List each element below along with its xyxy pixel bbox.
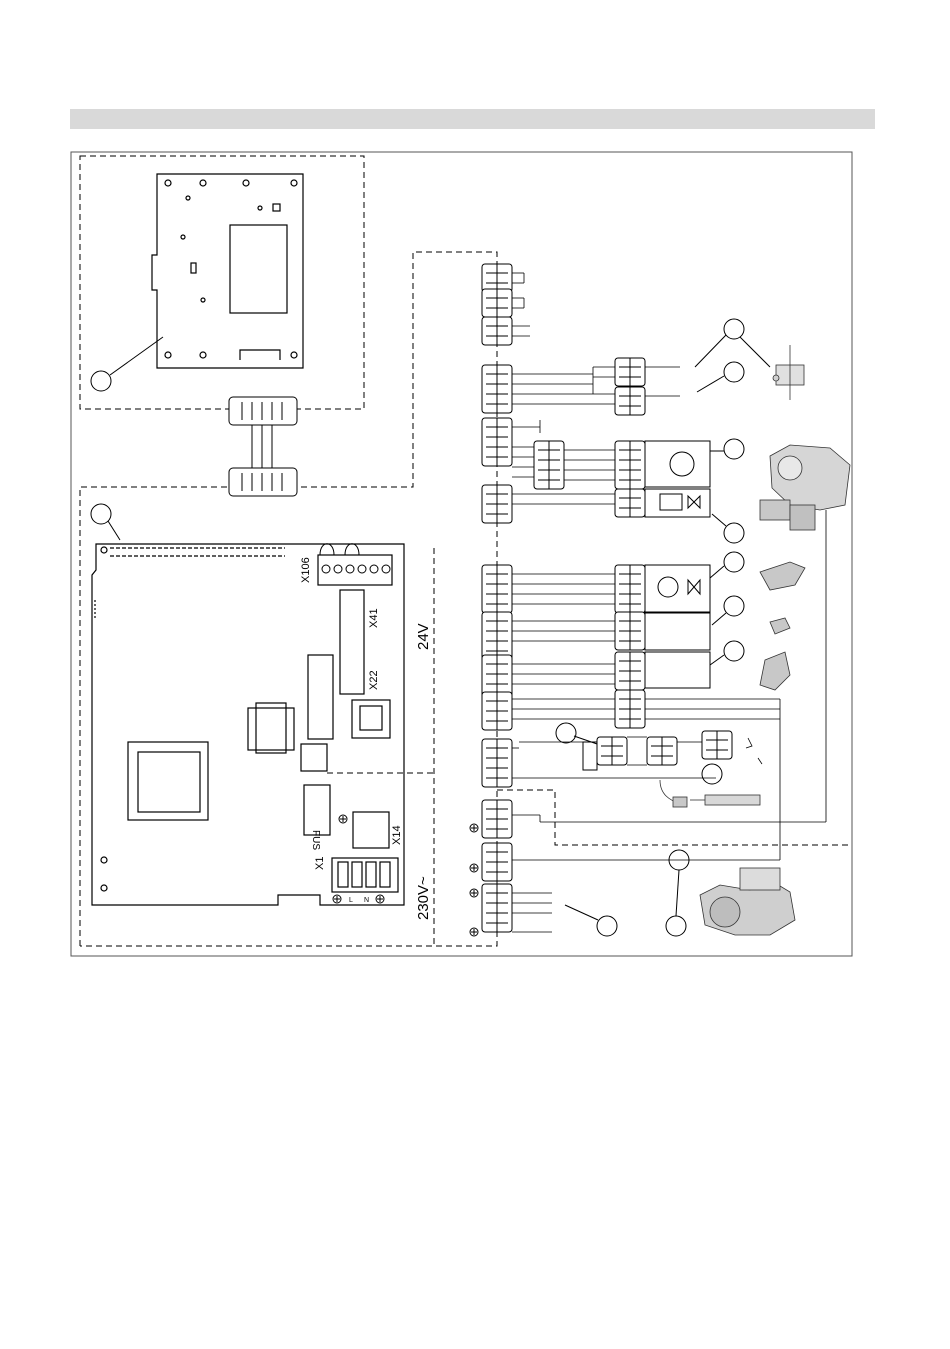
- label-230v: 230V~: [415, 876, 432, 920]
- label-x1: X1: [314, 857, 326, 870]
- label-l: L: [349, 897, 353, 904]
- device-connectors: [534, 358, 732, 765]
- label-n: N: [364, 897, 369, 904]
- dashed-outlines: [80, 156, 850, 946]
- label-x106: X106: [300, 557, 312, 583]
- fan: [760, 445, 850, 530]
- label-fus: FUS: [310, 830, 321, 850]
- overheat-sensor: [773, 345, 804, 400]
- ground-symbol-1: [470, 824, 478, 832]
- valve-sensor: [760, 562, 805, 590]
- temp-sensor: [770, 618, 790, 634]
- label-x14: X14: [391, 825, 403, 845]
- ground-symbol-2: [470, 864, 478, 872]
- device-boxes: [583, 441, 710, 770]
- components: [660, 345, 850, 935]
- display-board: [152, 174, 303, 368]
- label-x41: X41: [368, 608, 380, 628]
- label-24v: 24V: [415, 623, 432, 650]
- ground-symbol-x1-b: [376, 895, 384, 903]
- ground-symbol-3: [470, 889, 478, 897]
- ground-symbol-4: [470, 928, 478, 936]
- label-x22: X22: [368, 670, 380, 690]
- main-board: [92, 544, 404, 905]
- ribbon-connectors: [229, 397, 297, 496]
- ground-symbol-board: [339, 815, 347, 823]
- x106-terminal: [320, 544, 390, 573]
- pressure-sensor: [760, 652, 790, 690]
- pump: [700, 868, 795, 935]
- ground-symbol-x1-a: [333, 895, 341, 903]
- flame-symbol: [746, 738, 762, 764]
